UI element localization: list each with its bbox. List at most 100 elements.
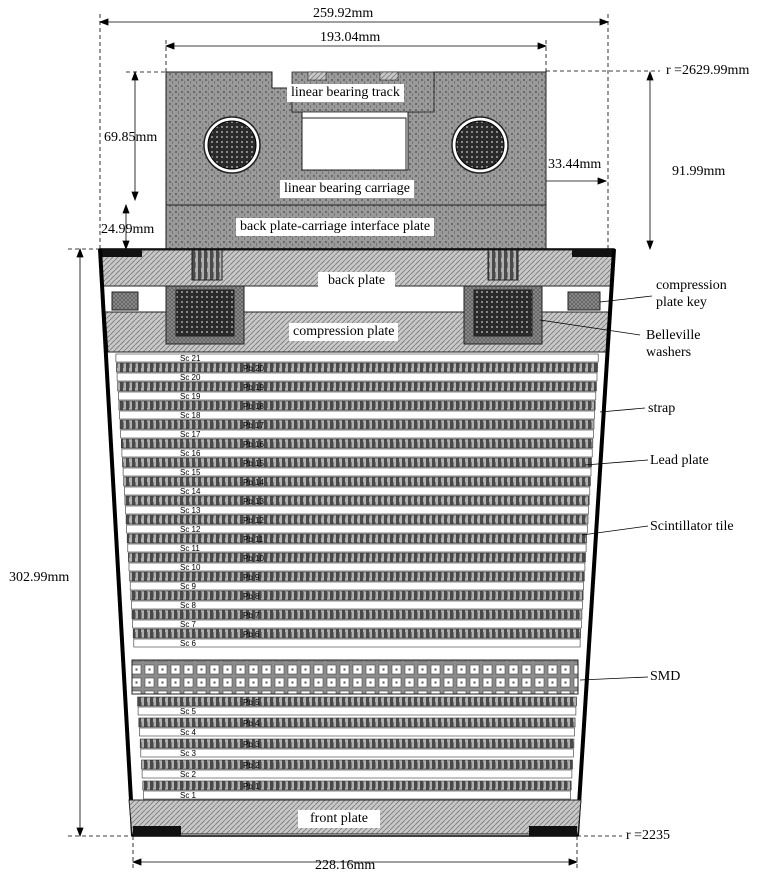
lead-plate-label: Pb 19 bbox=[243, 383, 264, 392]
layer-stack: Sc 21 Pb 20 Sc 20 Pb 19 Sc 19 Pb 18 Sc 18 Pb 17… bbox=[115, 353, 599, 800]
lead-plate bbox=[142, 780, 572, 791]
dim-height-91: 91.99mm bbox=[672, 164, 726, 179]
scintillator-tile bbox=[133, 638, 581, 648]
lead-plate bbox=[132, 628, 581, 639]
smd-layer bbox=[131, 659, 579, 695]
scintillator-tile bbox=[131, 600, 583, 610]
bolt-assembly-left bbox=[165, 249, 245, 345]
scintillator-tile bbox=[118, 391, 597, 401]
lead-plate bbox=[129, 571, 585, 582]
scintillator-label: Sc 1 bbox=[180, 791, 197, 800]
scintillator-label: Sc 17 bbox=[180, 430, 201, 439]
back-plate-label: back plate bbox=[318, 272, 396, 290]
scintillator-label: Sc 6 bbox=[180, 639, 197, 648]
dim-total-height: 302.99mm bbox=[9, 570, 70, 585]
lead-plate-label: Pb 3 bbox=[243, 740, 260, 749]
scintillator-tile bbox=[127, 543, 587, 553]
dim-top-width: 259.92mm bbox=[313, 6, 374, 21]
scintillator-label: Sc 16 bbox=[180, 449, 201, 458]
lead-plate-label: Pb 12 bbox=[243, 516, 264, 525]
compression-key-right bbox=[567, 291, 601, 311]
scintillator-label: Sc 10 bbox=[180, 563, 201, 572]
lead-plate bbox=[117, 381, 597, 392]
lead-plate bbox=[116, 362, 598, 373]
annotation-smd: SMD bbox=[650, 669, 681, 684]
scintillator-label: Sc 9 bbox=[180, 582, 197, 591]
lead-plate-label: Pb 15 bbox=[243, 459, 264, 468]
scintillator-label: Sc 3 bbox=[180, 749, 197, 758]
annotation-strap: strap bbox=[648, 401, 676, 416]
scintillator-label: Sc 21 bbox=[180, 354, 201, 363]
annotation-scintillator-tile: Scintillator tile bbox=[650, 519, 734, 534]
interface-plate-label: back plate-carriage interface plate bbox=[236, 218, 435, 236]
scintillator-tile bbox=[139, 727, 575, 737]
dim-bottom-width: 228.16mm bbox=[315, 858, 376, 873]
front-plate-label: front plate bbox=[298, 810, 380, 828]
compression-key-left bbox=[111, 291, 139, 311]
scintillator-label: Sc 8 bbox=[180, 601, 197, 610]
lead-plate-label: Pb 7 bbox=[243, 611, 260, 620]
lead-plate-label: Pb 17 bbox=[243, 421, 264, 430]
linear-bearing-track-label: linear bearing track bbox=[287, 84, 404, 102]
lead-plate-label: Pb 10 bbox=[243, 554, 264, 563]
dim-offset-33: 33.44mm bbox=[548, 157, 602, 172]
scintillator-label: Sc 20 bbox=[180, 373, 201, 382]
dim-height-24: 24.99mm bbox=[101, 222, 155, 237]
lead-plate-label: Pb 2 bbox=[243, 761, 260, 770]
scintillator-tile bbox=[119, 410, 595, 420]
annotation-compression-plate-key: compression plate key bbox=[656, 278, 727, 310]
dimension-lines bbox=[68, 14, 660, 870]
lead-plate bbox=[141, 759, 573, 770]
scintillator-label: Sc 19 bbox=[180, 392, 201, 401]
lead-plate bbox=[123, 476, 591, 487]
lead-plate-label: Pb 11 bbox=[243, 535, 264, 544]
lead-plate bbox=[126, 533, 587, 544]
lead-plate bbox=[128, 552, 586, 563]
strap-right bbox=[575, 248, 616, 837]
lead-plate-label: Pb 20 bbox=[243, 364, 264, 373]
lead-plate bbox=[119, 419, 595, 430]
scintillator-tile bbox=[125, 505, 589, 515]
annotation-lead-plate: Lead plate bbox=[650, 453, 709, 468]
module-body: Sc 21 Pb 20 Sc 20 Pb 19 Sc 19 Pb 18 Sc 18 Pb 17… bbox=[98, 248, 616, 837]
compression-plate-label: compression plate bbox=[289, 323, 399, 341]
scintillator-tile bbox=[126, 524, 588, 534]
lead-plate bbox=[121, 438, 594, 449]
scintillator-label: Sc 15 bbox=[180, 468, 201, 477]
lead-plate-label: Pb 18 bbox=[243, 402, 264, 411]
lead-plate bbox=[138, 717, 576, 728]
scintillator-tile bbox=[140, 748, 574, 758]
scintillator-tile bbox=[129, 581, 584, 591]
lead-plate bbox=[125, 514, 589, 525]
scintillator-label: Sc 5 bbox=[180, 707, 197, 716]
dim-radius-top: r =2629.99mm bbox=[666, 63, 750, 78]
lead-plate-label: Pb 8 bbox=[243, 592, 260, 601]
lead-plate-label: Pb 13 bbox=[243, 497, 264, 506]
lead-plate-label: Pb 9 bbox=[243, 573, 260, 582]
dim-height-69: 69.85mm bbox=[104, 130, 158, 145]
dim-radius-bottom: r =2235 bbox=[626, 828, 671, 843]
scintillator-label: Sc 18 bbox=[180, 411, 201, 420]
scintillator-tile bbox=[132, 619, 582, 629]
lead-plate-label: Pb 1 bbox=[243, 782, 260, 791]
scintillator-label: Sc 2 bbox=[180, 770, 197, 779]
lead-plate bbox=[124, 495, 590, 506]
scintillator-tile bbox=[120, 429, 594, 439]
lead-plate bbox=[137, 696, 577, 707]
scintillator-label: Sc 11 bbox=[180, 544, 200, 553]
scintillator-tile bbox=[128, 562, 586, 572]
strap-left bbox=[98, 248, 135, 837]
lead-plate bbox=[139, 738, 575, 749]
scintillator-tile bbox=[124, 486, 591, 496]
scintillator-label: Sc 7 bbox=[180, 620, 197, 629]
scintillator-tile bbox=[121, 448, 593, 458]
lead-plate bbox=[122, 457, 592, 468]
lead-plate-label: Pb 6 bbox=[243, 630, 260, 639]
lead-plate bbox=[131, 609, 583, 620]
scintillator-tile bbox=[137, 706, 577, 716]
scintillator-tile bbox=[141, 769, 573, 779]
lead-plate bbox=[118, 400, 596, 411]
bolt-assembly-right bbox=[463, 249, 543, 345]
scintillator-label: Sc 14 bbox=[180, 487, 201, 496]
